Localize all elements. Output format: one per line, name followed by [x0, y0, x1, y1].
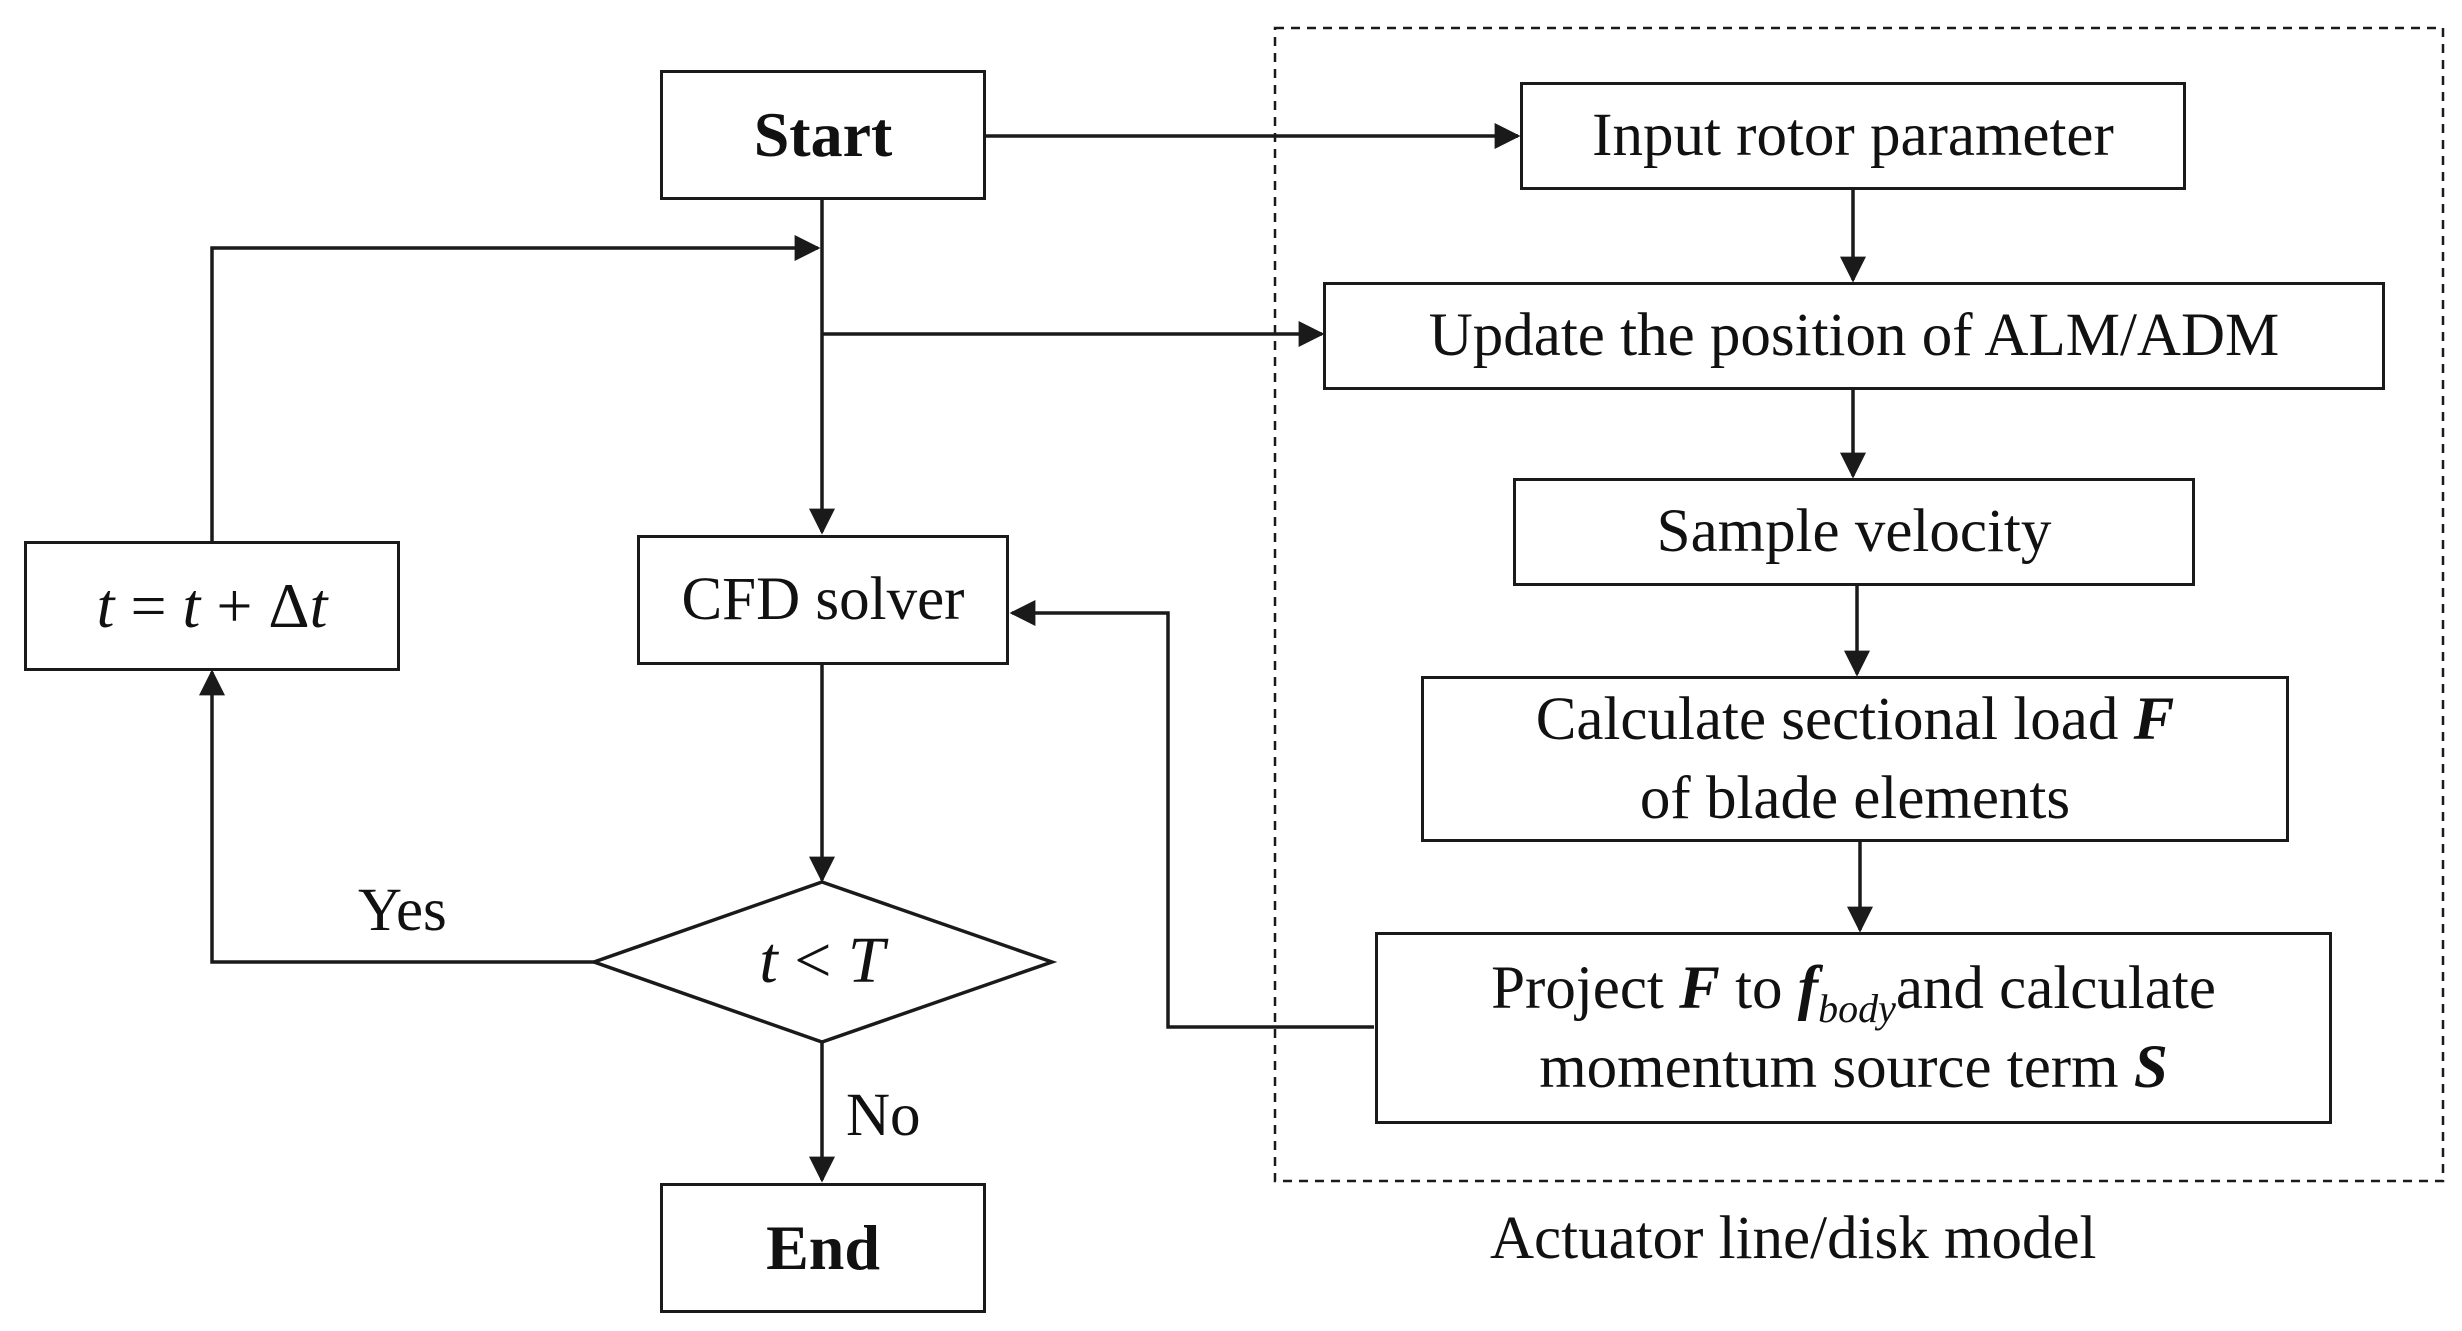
cfd-solver-label: CFD solver: [681, 566, 965, 634]
calc-load-line2: of blade elements: [1639, 765, 2071, 832]
arrow-project-to-cfd: [1009, 600, 1374, 1029]
project-line1: Project F to fbodyand calculate: [1491, 954, 2216, 1031]
arrow-time-loop-back: [210, 235, 821, 542]
end-node: End: [660, 1183, 986, 1313]
update-position-node: Update the position of ALM/ADM: [1323, 282, 2385, 390]
no-label: No: [846, 1082, 921, 1149]
project-line2: momentum source term S: [1539, 1034, 2168, 1101]
end-label: End: [766, 1212, 880, 1284]
sample-velocity-label: Sample velocity: [1656, 498, 2052, 566]
calc-load-line1: Calculate sectional load F: [1535, 685, 2175, 753]
time-update-expression: t = t + Δt: [96, 570, 328, 642]
group-caption: Actuator line/disk model: [1490, 1205, 2097, 1272]
yes-label: Yes: [358, 877, 447, 944]
input-rotor-label: Input rotor parameter: [1592, 102, 2114, 170]
sample-velocity-node: Sample velocity: [1513, 478, 2195, 586]
cfd-solver-node: CFD solver: [637, 535, 1009, 665]
start-node: Start: [660, 70, 986, 200]
time-update-node: t = t + Δt: [24, 541, 400, 671]
project-node: Project F to fbodyand calculate momentum…: [1375, 932, 2332, 1124]
arrow-yes-to-time-update: [199, 669, 594, 964]
decision-label: t < T: [759, 924, 885, 997]
calc-load-node: Calculate sectional load F of blade elem…: [1421, 676, 2289, 842]
start-label: Start: [753, 99, 893, 171]
actuator-model-group-boundary: [1273, 26, 2445, 1183]
input-rotor-node: Input rotor parameter: [1520, 82, 2186, 190]
update-position-label: Update the position of ALM/ADM: [1428, 302, 2280, 370]
